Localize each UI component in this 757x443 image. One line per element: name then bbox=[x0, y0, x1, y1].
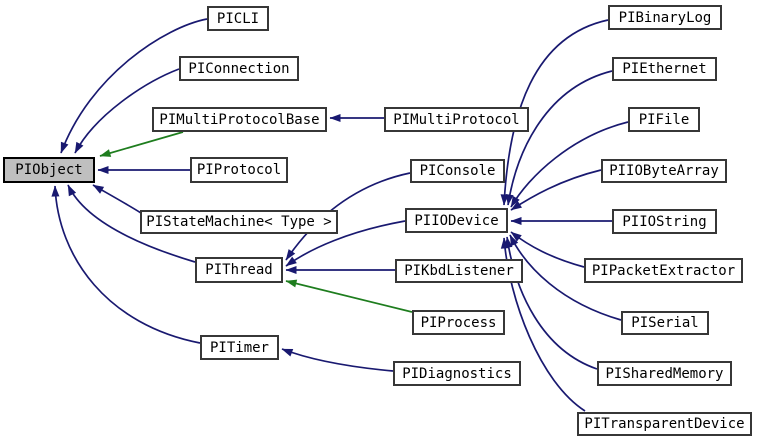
node-pithread[interactable]: PIThread bbox=[195, 257, 283, 283]
node-piprotocol[interactable]: PIProtocol bbox=[190, 157, 288, 183]
node-pifile[interactable]: PIFile bbox=[628, 107, 700, 132]
node-pipacketextractor[interactable]: PIPacketExtractor bbox=[584, 258, 743, 283]
node-pisharedmemory[interactable]: PISharedMemory bbox=[597, 361, 732, 386]
node-pimultiprotocolbase[interactable]: PIMultiProtocolBase bbox=[152, 107, 327, 132]
node-pidiagnostics[interactable]: PIDiagnostics bbox=[393, 361, 521, 386]
node-piiodevice[interactable]: PIIODevice bbox=[405, 208, 508, 233]
edge-piconsole-pithread bbox=[285, 172, 411, 261]
edge-pisharedmemory-piiodevice bbox=[504, 236, 598, 370]
node-piprocess[interactable]: PIProcess bbox=[412, 310, 505, 335]
edge-piprocess-pithread bbox=[285, 279, 413, 313]
node-piiostring[interactable]: PIIOString bbox=[612, 209, 717, 234]
node-piiobytearray[interactable]: PIIOByteArray bbox=[601, 159, 727, 183]
edge-piconnection-piobject bbox=[74, 68, 180, 154]
node-piethernet[interactable]: PIEthernet bbox=[612, 57, 717, 81]
edge-pithread-piobject bbox=[67, 184, 196, 263]
node-pimultiprotocol[interactable]: PIMultiProtocol bbox=[384, 107, 529, 132]
node-pikbdlistener[interactable]: PIKbdListener bbox=[395, 259, 523, 283]
edge-pitimer-piobject bbox=[51, 185, 201, 344]
node-piconnection[interactable]: PIConnection bbox=[179, 56, 299, 81]
edge-piserial-piiodevice bbox=[509, 234, 622, 321]
node-piserial[interactable]: PISerial bbox=[621, 311, 709, 335]
node-picli[interactable]: PICLI bbox=[207, 6, 269, 31]
node-piobject: PIObject bbox=[3, 157, 95, 183]
edge-pimultiprotocolbase-piobject bbox=[99, 131, 184, 157]
node-pistatemachine[interactable]: PIStateMachine< Type > bbox=[140, 210, 338, 234]
edge-picli-piobject bbox=[60, 18, 208, 154]
edge-piiodevice-pithread bbox=[285, 220, 406, 267]
node-pitimer[interactable]: PITimer bbox=[200, 335, 279, 360]
edge-pifile-piiodevice bbox=[510, 121, 629, 208]
node-piconsole[interactable]: PIConsole bbox=[410, 159, 505, 183]
edge-pibinarylog-piiodevice bbox=[500, 19, 609, 206]
edge-piethernet-piiodevice bbox=[505, 70, 613, 206]
edge-pidiagnostics-pitimer bbox=[281, 348, 394, 372]
node-pibinarylog[interactable]: PIBinaryLog bbox=[608, 5, 722, 30]
edge-pistatemachine-piobject bbox=[92, 184, 142, 214]
node-pitransparentdevice[interactable]: PITransparentDevice bbox=[577, 412, 752, 436]
edge-piiobytearray-piiodevice bbox=[510, 169, 602, 211]
